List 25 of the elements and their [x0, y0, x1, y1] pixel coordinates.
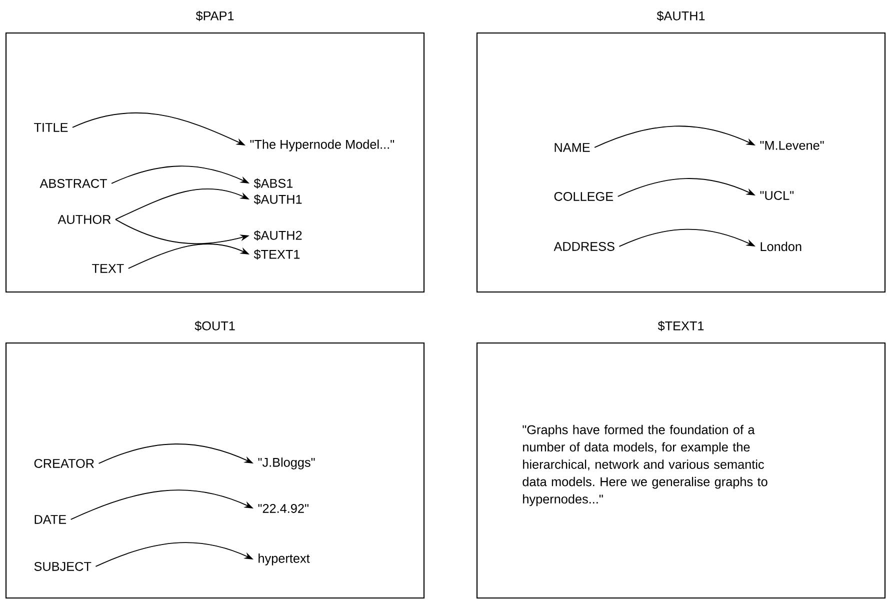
value-label: $ABS1 [254, 178, 293, 189]
paragraph-text: "Graphs have formed the foundation of a number of data models, for example the hierarchical, network and various semantic data models. Here we generalise graphs to hypernodes..." [522, 424, 768, 506]
node-label: $AUTH1 [656, 10, 705, 22]
attribute-label: TITLE [34, 123, 68, 132]
attribute-label: NAME [554, 143, 590, 152]
value-label: "The Hypernode Model..." [250, 140, 394, 152]
node-label: $PAP1 [196, 10, 234, 22]
attribute-label: SUBJECT [34, 562, 92, 571]
value-label: "M.Levene" [760, 141, 824, 150]
value-label: "UCL" [760, 190, 794, 200]
attribute-label: COLLEGE [554, 192, 614, 201]
node-label: $OUT1 [194, 320, 235, 332]
value-label: $AUTH1 [254, 194, 302, 205]
value-label: London [760, 242, 802, 252]
value-label: hypertext [258, 554, 310, 566]
value-label: "22.4.92" [258, 504, 308, 513]
attribute-label: CREATOR [34, 458, 94, 468]
attribute-label: DATE [34, 515, 66, 524]
attribute-label: ABSTRACT [40, 178, 107, 188]
attribute-label: ADDRESS [554, 242, 614, 251]
attribute-label: TEXT [92, 264, 124, 273]
value-label: $AUTH2 [254, 230, 302, 241]
value-label: "J.Bloggs" [258, 458, 315, 470]
attribute-label: AUTHOR [58, 214, 111, 224]
value-label: $TEXT1 [254, 249, 300, 260]
